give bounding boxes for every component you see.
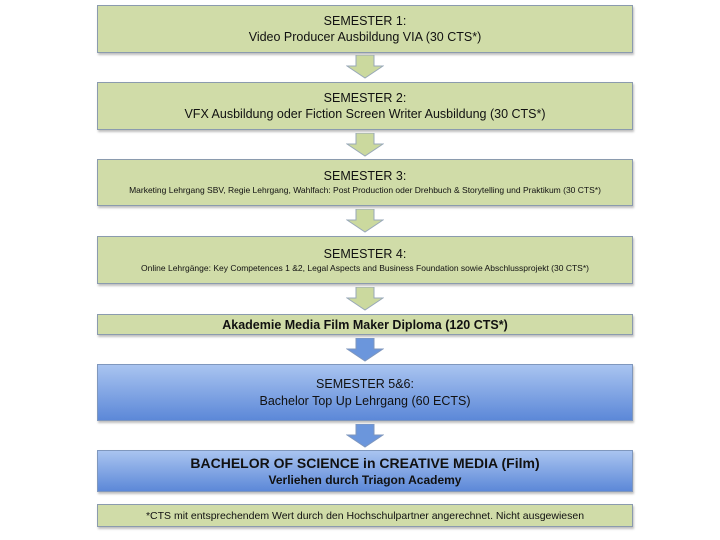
semester-3-title: SEMESTER 3: [323, 169, 407, 183]
diploma-box: Akademie Media Film Maker Diploma (120 C… [97, 314, 633, 335]
semester-3-box: SEMESTER 3: Marketing Lehrgang SBV, Regi… [97, 159, 633, 206]
degree-box: BACHELOR OF SCIENCE in CREATIVE MEDIA (F… [97, 450, 633, 492]
bachelor-course-box: SEMESTER 5&6: Bachelor Top Up Lehrgang (… [97, 364, 633, 421]
arrow-down-icon [346, 287, 384, 311]
arrow-down-icon [346, 55, 384, 79]
semester-1-text: Video Producer Ausbildung VIA (30 CTS*) [248, 30, 482, 44]
semester-4-title: SEMESTER 4: [323, 246, 407, 261]
semester-3-text: Marketing Lehrgang SBV, Regie Lehrgang, … [129, 185, 601, 195]
semester-2-box: SEMESTER 2: VFX Ausbildung oder Fiction … [97, 82, 633, 130]
arrow-down-icon [346, 133, 384, 157]
arrow-down-icon [346, 209, 384, 233]
degree-title: BACHELOR OF SCIENCE in CREATIVE MEDIA (F… [190, 455, 540, 471]
footnote-text: *CTS mit entsprechendem Wert durch den H… [145, 509, 585, 522]
bachelor-course-title: SEMESTER 5&6: [316, 376, 414, 391]
semester-4-box: SEMESTER 4: Online Lehrgänge: Key Compet… [97, 236, 633, 284]
arrow-down-icon [346, 338, 384, 362]
footnote-box: *CTS mit entsprechendem Wert durch den H… [97, 504, 633, 527]
semester-2-text: VFX Ausbildung oder Fiction Screen Write… [184, 107, 546, 121]
diploma-text: Akademie Media Film Maker Diploma (120 C… [222, 317, 508, 332]
semester-2-title: SEMESTER 2: [323, 91, 407, 105]
bachelor-course-text: Bachelor Top Up Lehrgang (60 ECTS) [259, 393, 471, 408]
semester-1-title: SEMESTER 1: [323, 14, 407, 28]
semester-4-text: Online Lehrgänge: Key Competences 1 &2, … [141, 262, 589, 273]
degree-subtitle: Verliehen durch Triagon Academy [268, 473, 462, 487]
semester-1-box: SEMESTER 1: Video Producer Ausbildung VI… [97, 5, 633, 53]
arrow-down-icon [346, 424, 384, 448]
